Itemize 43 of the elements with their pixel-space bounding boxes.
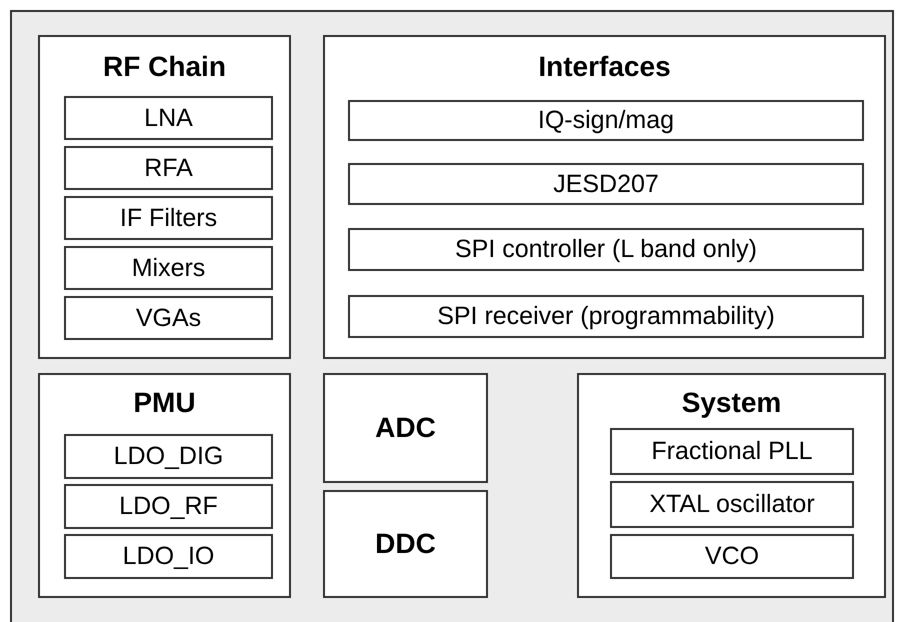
block-box [348, 100, 864, 141]
block-label: RFA [144, 154, 193, 182]
block-label: DDC [375, 528, 436, 560]
block-label: LDO_RF [119, 492, 218, 521]
block-box [64, 534, 273, 579]
group-title: PMU [133, 387, 196, 419]
block-label: JESD207 [553, 170, 659, 198]
block-box [323, 490, 488, 598]
block-box [610, 534, 854, 579]
block-label: Mixers [132, 254, 206, 282]
group-box [38, 35, 291, 359]
block-label: XTAL oscillator [649, 490, 815, 519]
block-label: VCO [704, 542, 760, 571]
block-label: LDO_IO [122, 542, 214, 571]
block-box [64, 296, 273, 340]
panel-background [10, 10, 894, 622]
block-box [64, 434, 273, 479]
group-box [38, 373, 291, 598]
block-box [64, 196, 273, 240]
group-box [323, 35, 886, 359]
block-box [64, 484, 273, 529]
group-title: Interfaces [538, 51, 671, 83]
block-box [610, 428, 854, 475]
block-box [64, 96, 273, 140]
block-box [323, 373, 488, 483]
block-label: SPI controller (L band only) [454, 235, 757, 264]
block-box [348, 163, 864, 205]
block-box [610, 481, 854, 528]
block-box [64, 146, 273, 190]
group-box [577, 373, 886, 598]
block-label: Fractional PLL [651, 437, 813, 466]
block-label: ADC [375, 412, 436, 444]
block-box [64, 246, 273, 290]
block-label: IF Filters [120, 204, 218, 232]
group-title: RF Chain [103, 51, 226, 83]
block-label: SPI receiver (programmability) [437, 302, 775, 331]
block-label: IQ-sign/mag [538, 106, 674, 135]
block-label: VGAs [136, 304, 202, 332]
block-label: LNA [144, 104, 193, 132]
block-label: LDO_DIG [114, 442, 224, 471]
group-title: System [682, 387, 782, 419]
block-box [348, 228, 864, 271]
block-box [348, 295, 864, 338]
